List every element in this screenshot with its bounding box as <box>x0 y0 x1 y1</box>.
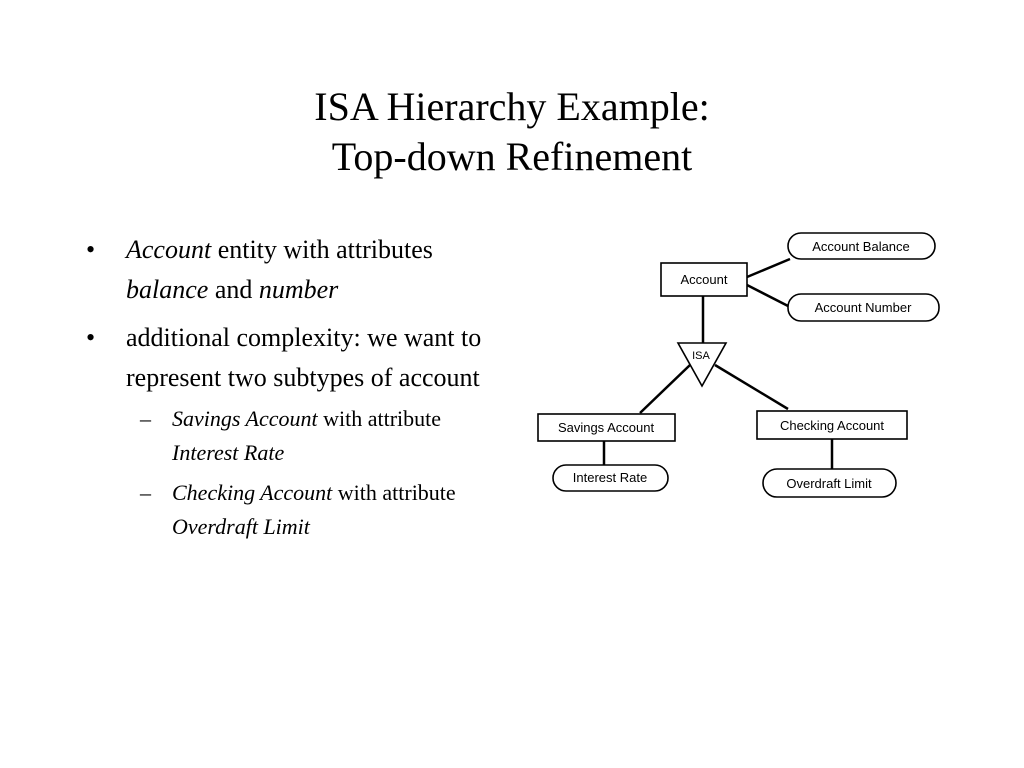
bullet-item-complexity: • additional complexity: we want to repr… <box>82 318 502 544</box>
entity-account-label: Account <box>681 272 728 287</box>
slide-title: ISA Hierarchy Example: Top-down Refineme… <box>0 82 1024 182</box>
bullet-text-part: balance <box>126 275 209 304</box>
bullet-text-part: entity with attributes <box>211 235 433 264</box>
sub-bullet-text-part: Checking Account <box>172 480 333 505</box>
attribute-account-balance: Account Balance <box>787 232 936 260</box>
entity-savings-account-label: Savings Account <box>558 420 655 435</box>
isa-label: ISA <box>692 350 710 362</box>
diagram-connectors <box>602 257 834 469</box>
sub-bullet-text-part: Interest Rate <box>172 440 285 465</box>
bullet-text-part: and <box>208 275 259 304</box>
attribute-account-number-label: Account Number <box>815 300 912 315</box>
bullet-text: Account entity with attributes balance a… <box>126 235 433 304</box>
attribute-account-number: Account Number <box>787 293 940 322</box>
title-line-2: Top-down Refinement <box>331 134 693 179</box>
entity-account: Account <box>660 262 748 297</box>
attribute-account-balance-label: Account Balance <box>812 239 910 254</box>
link-account-balance <box>746 257 791 279</box>
sub-bullet-savings: – Savings Account with attribute Interes… <box>82 402 502 470</box>
sub-bullet-mark: – <box>140 480 151 505</box>
sub-bullet-text-part: Overdraft Limit <box>172 514 310 539</box>
bullet-text: additional complexity: we want to repres… <box>126 323 482 392</box>
sub-bullet-text: Savings Account with attribute Interest … <box>172 406 441 465</box>
link-isa-checking <box>714 363 789 411</box>
entity-savings-account: Savings Account <box>537 413 676 442</box>
link-isa-savings <box>639 364 691 414</box>
bullet-mark: • <box>86 235 96 264</box>
title-line-1: ISA Hierarchy Example: <box>314 84 710 129</box>
er-diagram: Account Account Balance Account Number I… <box>537 232 940 498</box>
bullet-item-account: • Account entity with attributes balance… <box>82 230 502 310</box>
attribute-interest-rate: Interest Rate <box>552 464 669 492</box>
bullet-mark: • <box>86 323 96 352</box>
sub-bullet-mark: – <box>140 406 151 431</box>
bullet-text-part: Account <box>126 235 212 264</box>
link-account-number <box>746 283 791 309</box>
sub-bullet-text-part: with attribute <box>332 480 456 505</box>
bullet-text-part: number <box>258 275 339 304</box>
attribute-interest-rate-label: Interest Rate <box>573 470 647 485</box>
sub-bullet-text-part: Savings Account <box>172 406 318 431</box>
entity-checking-account: Checking Account <box>756 410 908 440</box>
attribute-overdraft-limit-label: Overdraft Limit <box>786 476 872 491</box>
entity-checking-account-label: Checking Account <box>780 418 884 433</box>
sub-bullet-text: Checking Account with attribute Overdraf… <box>172 480 456 539</box>
attribute-overdraft-limit: Overdraft Limit <box>762 468 897 498</box>
sub-bullet-list: – Savings Account with attribute Interes… <box>126 402 502 544</box>
sub-bullet-checking: – Checking Account with attribute Overdr… <box>82 476 502 544</box>
bullet-list: • Account entity with attributes balance… <box>82 230 502 552</box>
sub-bullet-text-part: with attribute <box>317 406 442 431</box>
isa-triangle: ISA <box>676 342 728 388</box>
